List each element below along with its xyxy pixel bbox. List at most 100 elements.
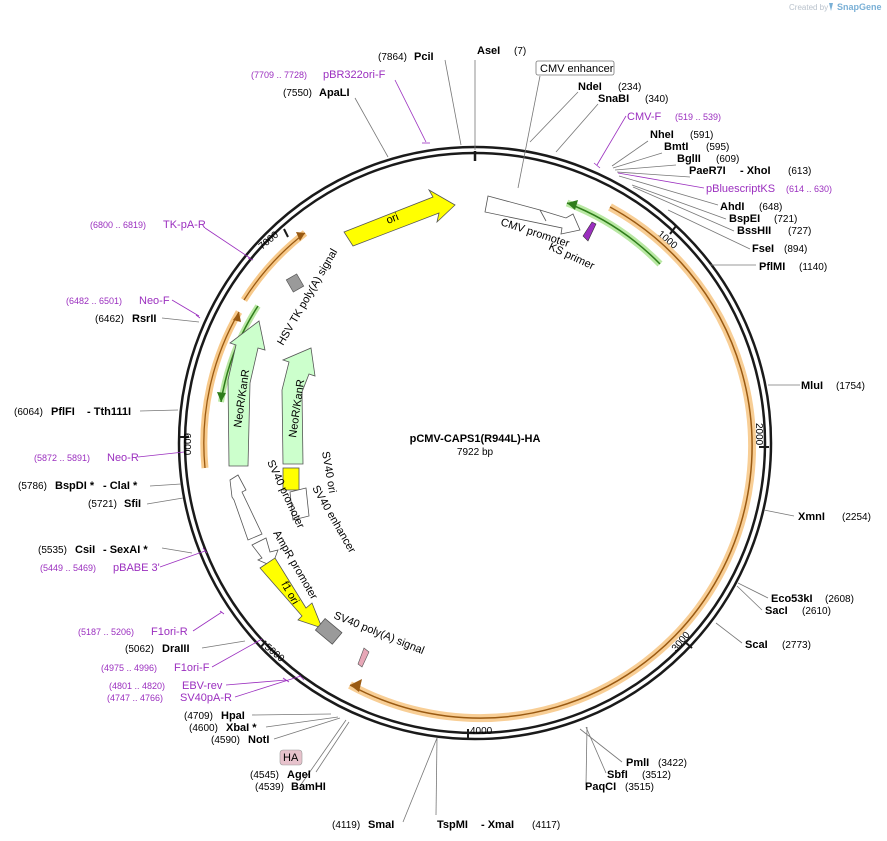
site-sbfI[interactable]: SbfI [607,769,628,781]
site-mluI[interactable]: MluI [801,380,823,392]
site-xhoI[interactable]: - XhoI [740,165,771,177]
sv40-ori-feature[interactable]: SV40 ori [282,450,338,494]
primer-pbluescriptks-pos: (614 .. 630) [786,184,832,194]
hsv-tk-polya-feature[interactable]: HSV TK poly(A) signal [275,247,340,348]
tick-mark-3000 [684,641,693,649]
site-csiI[interactable]: CsiI [75,544,95,556]
plasmid-size: 7922 bp [457,447,494,458]
primer-neo-r[interactable]: Neo-R [107,452,139,464]
site-smaI-pos: (4119) [332,820,360,831]
site-aseI-pos: (7) [514,46,526,57]
site-notI-pos: (4590) [211,735,240,746]
cds-arc[interactable] [348,203,756,723]
site-paqCI[interactable]: PaqCI [585,781,616,793]
site-apaLI[interactable]: ApaLI [319,87,350,99]
scale-ticks [179,151,769,739]
primer-sv40pa-r[interactable]: SV40pA-R [180,692,232,704]
feature-label-ha[interactable]: HA [283,752,299,764]
site-bspEI-pos: (721) [774,214,797,225]
site-rsrII[interactable]: RsrII [132,313,156,325]
site-pciI[interactable]: PciI [414,51,434,63]
primer-cmv-f[interactable]: CMV-F [627,111,662,123]
site-bmtI-pos: (595) [706,142,729,153]
neor-kanr-outer-feature[interactable]: NeoR/KanR [227,320,266,467]
feature-label-ks-primer: KS primer [547,241,597,273]
tick-label-4000: 4000 [470,726,493,737]
site-bamHI[interactable]: BamHI [291,781,326,793]
site-ageI[interactable]: AgeI [287,769,311,781]
site-draIII[interactable]: DraIII [162,643,190,655]
neor-kanr-inner-feature[interactable]: NeoR/KanR [281,347,316,465]
sv40-polya-feature[interactable]: SV40 poly(A) signal [314,610,426,657]
site-bspDI-pos: (5786) [18,481,47,492]
tick-mark-1000 [669,225,677,235]
site-nheI[interactable]: NheI [650,129,674,141]
site-sacI[interactable]: SacI [765,605,788,617]
primer-ebv-rev[interactable]: EBV-rev [182,680,223,692]
site-pflFI[interactable]: PflFI [51,406,75,418]
site-xmaI[interactable]: - XmaI [481,819,514,831]
site-ahdI-pos: (648) [759,202,782,213]
site-eco53kI-pos: (2608) [825,594,854,605]
feature-label-ori: ori [385,211,401,227]
primer-pbluescriptks[interactable]: pBluescriptKS [706,183,775,195]
site-hpaI-pos: (4709) [184,711,213,722]
site-tth111I[interactable]: - Tth111I [87,406,131,418]
snapgene-logo: SnapGene [837,2,882,12]
site-xbaI-pos: (4600) [189,723,218,734]
primer-pbabe3[interactable]: pBABE 3' [113,562,160,574]
cds-arrowhead [350,679,362,692]
site-tspMI[interactable]: TspMI [437,819,468,831]
site-hpaI[interactable]: HpaI [221,710,245,722]
site-claI[interactable]: - ClaI * [103,480,138,492]
ha-marker-feature[interactable] [357,647,370,668]
site-bmtI[interactable]: BmtI [664,141,688,153]
primer-neo-f[interactable]: Neo-F [139,295,170,307]
site-pmlI[interactable]: PmlI [626,757,649,769]
left-orange-arc-lower[interactable] [200,310,243,469]
primer-f1ori-r[interactable]: F1ori-R [151,626,188,638]
ori-feature[interactable]: ori [343,188,456,247]
site-leaders [139,59,800,823]
ha-label-box[interactable] [279,749,303,766]
primer-f1ori-f[interactable]: F1ori-F [174,662,210,674]
tick-mark-7000 [283,228,289,238]
site-bglII[interactable]: BglII [677,153,701,165]
primer-tk-pa-r-pos: (6800 .. 6819) [90,220,146,230]
created-by-label: Created by [789,3,828,12]
primer-pbabe3-pos: (5449 .. 5469) [40,563,96,573]
site-eco53kI[interactable]: Eco53kI [771,593,813,605]
site-draIII-pos: (5062) [125,644,154,655]
cmv-enhancer-box[interactable] [535,60,615,76]
site-sbfI-pos: (3512) [642,770,671,781]
cmv-promoter-feature[interactable]: CMV promoter [484,195,581,250]
site-pflMI-pos: (1140) [799,262,827,273]
site-bamHI-pos: (4539) [255,782,284,793]
primer-tk-pa-r[interactable]: TK-pA-R [163,219,206,231]
site-xbaI[interactable]: XbaI * [226,722,257,734]
site-bssHII[interactable]: BssHII [737,225,771,237]
site-sexAI[interactable]: - SexAI * [103,544,148,556]
site-paeR7I[interactable]: PaeR7I [689,165,726,177]
primer-f1ori-r-pos: (5187 .. 5206) [78,627,134,637]
site-apaLI-pos: (7550) [283,88,312,99]
primer-pbr322ori-f[interactable]: pBR322ori-F [323,69,386,81]
site-scaI[interactable]: ScaI [745,639,768,651]
site-pflMI[interactable]: PflMI [759,261,785,273]
feature-label-cmv-enhancer[interactable]: CMV enhancer [540,63,614,75]
site-xmnI[interactable]: XmnI [798,511,825,523]
site-aseI[interactable]: AseI [477,45,500,57]
site-sfiI[interactable]: SfiI [124,498,141,510]
plasmid-name: pCMV-CAPS1(R944L)-HA [410,433,541,445]
left-orange-arc-upper[interactable] [241,230,308,302]
site-bspEI[interactable]: BspEI [729,213,760,225]
site-smaI[interactable]: SmaI [368,819,394,831]
site-fseI[interactable]: FseI [752,243,774,255]
tick-label-6000: 6000 [181,433,192,456]
site-notI[interactable]: NotI [248,734,269,746]
green-arc-right[interactable] [565,199,663,267]
site-ahdI[interactable]: AhdI [720,201,744,213]
site-snaBI[interactable]: SnaBI [598,93,629,105]
site-bspDI[interactable]: BspDI * [55,480,95,492]
site-ndeI[interactable]: NdeI [578,81,602,93]
